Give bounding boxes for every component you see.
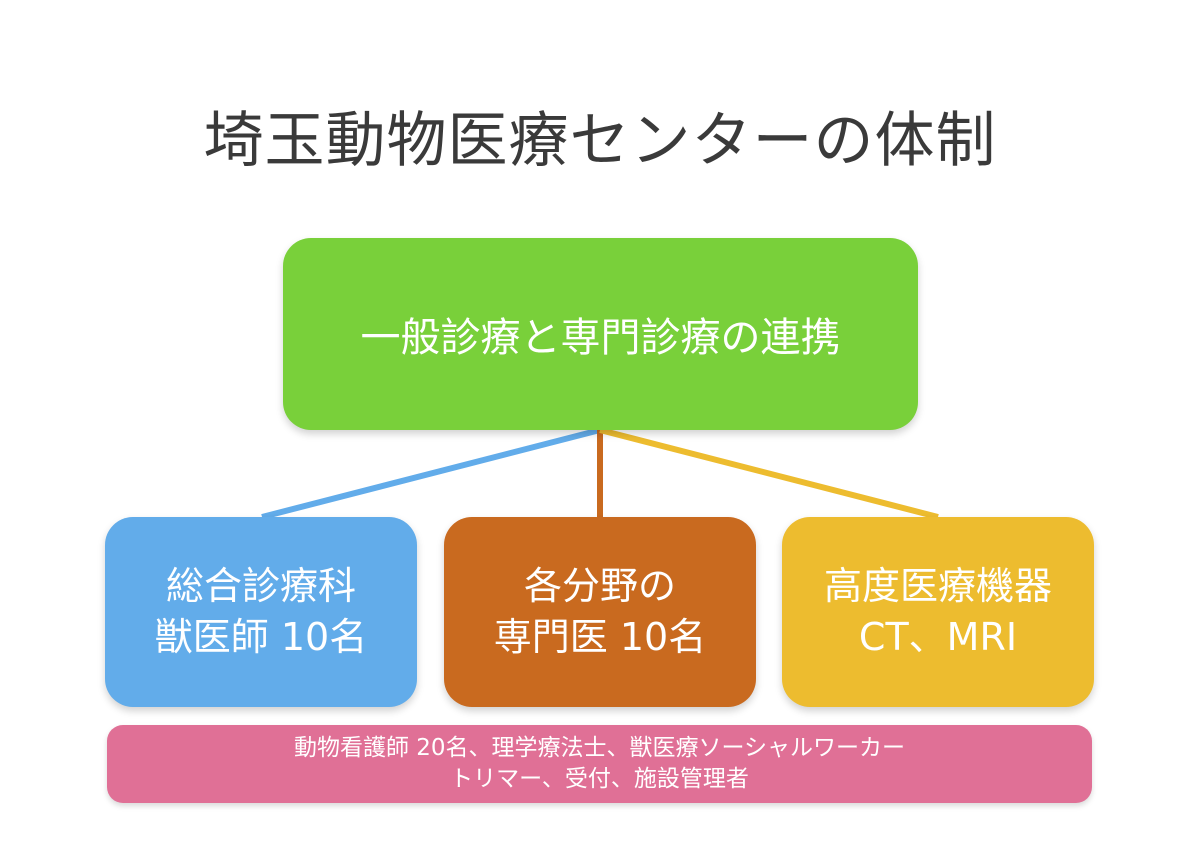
- box-specialists-line1: 各分野の: [523, 563, 676, 608]
- box-equipment-line2: CT、MRI: [858, 615, 1018, 659]
- page-title: 埼玉動物医療センターの体制: [203, 106, 997, 176]
- bottom-staff-box: 動物看護師 20名、理学療法士、獣医療ソーシャルワーカー トリマー、受付、施設管…: [107, 725, 1092, 803]
- top-box-label: 一般診療と専門診療の連携: [360, 315, 841, 361]
- box-general-medicine: 総合診療科 獣医師 10名: [105, 517, 417, 707]
- bottom-staff-line1: 動物看護師 20名、理学療法士、獣医療ソーシャルワーカー: [293, 734, 906, 761]
- top-box: 一般診療と専門診療の連携: [283, 238, 918, 430]
- box-equipment-line1: 高度医療機器: [823, 563, 1052, 608]
- connector-line-general: [261, 427, 601, 520]
- box-equipment: 高度医療機器 CT、MRI: [782, 517, 1094, 707]
- box-general-medicine-line1: 総合診療科: [165, 563, 356, 608]
- connector-line-equipment: [599, 427, 939, 520]
- box-specialists: 各分野の 専門医 10名: [444, 517, 756, 707]
- box-general-medicine-line2: 獣医師 10名: [154, 615, 368, 659]
- bottom-staff-line2: トリマー、受付、施設管理者: [450, 766, 749, 792]
- box-specialists-line2: 専門医 10名: [493, 615, 707, 659]
